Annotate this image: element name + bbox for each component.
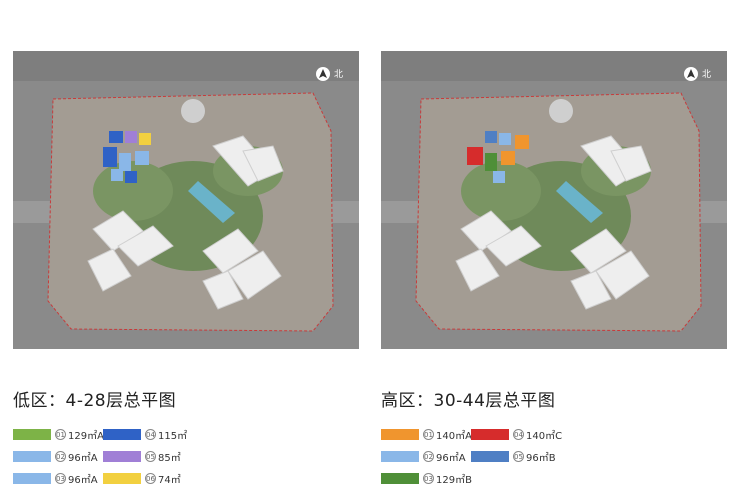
legend-label: 140㎡A: [436, 430, 472, 442]
legend-number: 02: [55, 450, 66, 462]
legend-label: 74㎡: [158, 474, 181, 486]
legend-label: 96㎡B: [526, 452, 556, 464]
legend-label: 96㎡A: [68, 452, 98, 464]
legend-swatch: [471, 428, 509, 440]
legend-label: 96㎡A: [436, 452, 466, 464]
legend-number: 05: [145, 450, 156, 462]
plan-caption-low: 低区：4-28层总平图: [13, 391, 177, 411]
north-label: 北: [334, 69, 343, 80]
plan-caption-high: 高区：30-44层总平图: [381, 391, 556, 411]
legend-swatch: [471, 450, 509, 462]
legend-label: 96㎡A: [68, 474, 98, 486]
legend-number: 04: [145, 428, 156, 440]
site-plan-map: 北: [381, 51, 727, 349]
legend-item: 01 129㎡A: [13, 428, 104, 442]
legend-number: 04: [513, 428, 524, 440]
legend-swatch: [381, 450, 419, 462]
legend-swatch: [13, 450, 51, 462]
legend-number: 02: [423, 450, 434, 462]
legend-swatch: [103, 428, 141, 440]
legend-swatch: [103, 472, 141, 484]
legend-item: 02 96㎡A: [13, 450, 98, 464]
legend-label: 129㎡A: [68, 430, 104, 442]
legend-swatch: [381, 472, 419, 484]
legend-label: 140㎡C: [526, 430, 563, 442]
legend-number: 01: [423, 428, 434, 440]
legend-label: 129㎡B: [436, 474, 472, 486]
legend-number: 03: [423, 472, 434, 484]
legend-swatch: [13, 472, 51, 484]
legend-item: 05 96㎡B: [471, 450, 556, 464]
legend-item: 05 85㎡: [103, 450, 181, 464]
legend-label: 115㎡: [158, 430, 188, 442]
legend-low-zone: 01 129㎡A 02 96㎡A 03 96㎡A 04 115㎡ 05 85㎡ …: [13, 428, 343, 488]
legend-label: 85㎡: [158, 452, 181, 464]
legend-item: 02 96㎡A: [381, 450, 466, 464]
legend-item: 06 74㎡: [103, 472, 181, 486]
legend-high-zone: 01 140㎡A 02 96㎡A 03 129㎡B 04 140㎡C 05 96…: [381, 428, 711, 488]
legend-item: 04 115㎡: [103, 428, 188, 442]
legend-item: 01 140㎡A: [381, 428, 472, 442]
legend-number: 01: [55, 428, 66, 440]
north-label: 北: [702, 69, 711, 80]
site-plan-low-zone: 北: [13, 51, 359, 349]
legend-item: 03 129㎡B: [381, 472, 472, 486]
site-plan-map: 北: [13, 51, 359, 349]
legend-number: 05: [513, 450, 524, 462]
legend-number: 06: [145, 472, 156, 484]
legend-swatch: [381, 428, 419, 440]
legend-item: 03 96㎡A: [13, 472, 98, 486]
legend-swatch: [13, 428, 51, 440]
legend-swatch: [103, 450, 141, 462]
legend-item: 04 140㎡C: [471, 428, 563, 442]
site-plan-high-zone: 北: [381, 51, 727, 349]
legend-number: 03: [55, 472, 66, 484]
